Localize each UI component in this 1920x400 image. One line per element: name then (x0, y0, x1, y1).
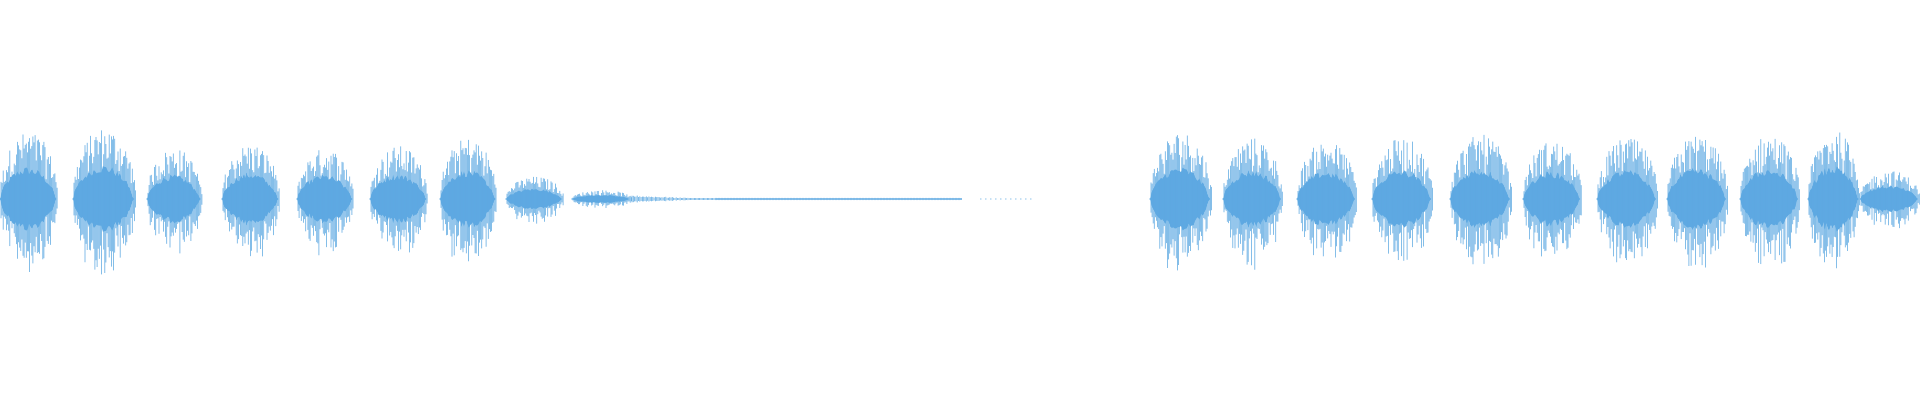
waveform-segment (72, 130, 137, 275)
waveform-segment (505, 176, 564, 224)
waveform-segment (715, 197, 962, 201)
waveform-segment (221, 147, 280, 257)
waveform-segment (296, 150, 354, 256)
waveform-segment (0, 134, 58, 272)
waveform-segment (1449, 134, 1512, 265)
waveform-segment (1149, 135, 1212, 271)
waveform-segment (571, 190, 632, 208)
waveform-segment (1522, 143, 1582, 257)
waveform-segment (631, 195, 716, 203)
waveform-segments (0, 130, 1920, 275)
waveform-segment (1739, 138, 1800, 265)
waveform-segment (980, 198, 1032, 200)
waveform-segment (1859, 171, 1920, 229)
waveform-segment (1596, 138, 1658, 263)
waveform-segment (1296, 144, 1357, 258)
waveform-segment (1666, 136, 1728, 268)
waveform-segment (369, 146, 428, 253)
waveform-segment (146, 150, 203, 254)
waveform-segment (439, 139, 497, 262)
waveform-segment (1222, 138, 1283, 270)
waveform-segment (1371, 140, 1433, 261)
waveform-segment (1807, 132, 1860, 269)
